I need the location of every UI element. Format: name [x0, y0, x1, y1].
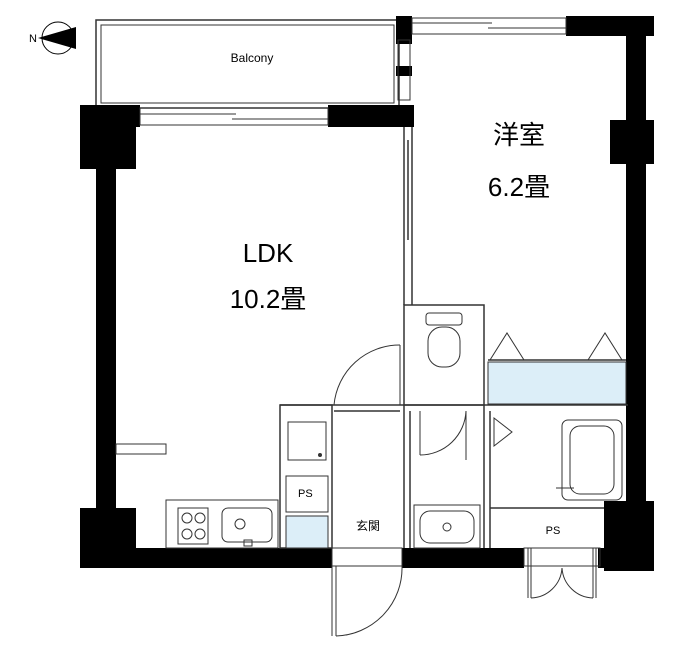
burner-2-icon — [194, 512, 206, 524]
toilet-seat-icon — [427, 326, 461, 368]
pantry: PS — [285, 421, 329, 549]
shoe-cabinet — [285, 515, 329, 549]
wall-bottom-mid — [402, 548, 524, 568]
washbasin-drain-icon — [442, 522, 452, 532]
balcony-rail — [100, 24, 395, 104]
ldk-name-label: LDK — [243, 238, 294, 268]
entrance-door-frame — [331, 547, 403, 567]
wall-ldk-top-right — [328, 105, 414, 127]
kitchen-sink-icon — [221, 507, 273, 543]
wall-left — [96, 127, 116, 567]
western-name-label: 洋室 — [493, 120, 545, 150]
ldk-wall-shelf — [115, 443, 167, 455]
ps-door-right-swing — [561, 567, 594, 599]
ldk-fixture — [115, 443, 167, 455]
doors — [331, 344, 601, 637]
burner-1-icon — [181, 512, 193, 524]
wall-right — [626, 16, 646, 126]
window-balcony-side — [397, 39, 411, 101]
wall-room-top-left — [396, 16, 412, 36]
entrance-door-swing — [335, 565, 403, 637]
kitchen — [165, 499, 279, 549]
bathroom — [556, 419, 623, 501]
toilet-room — [403, 304, 485, 406]
bathtub-icon — [561, 419, 623, 501]
wall-bottom-left — [96, 548, 332, 568]
wall-right-lower — [626, 160, 646, 552]
column-right-mid — [610, 120, 654, 164]
north-arrow-icon — [38, 27, 76, 49]
stove-icon — [177, 507, 209, 545]
outer-walls — [80, 16, 654, 571]
window-room — [411, 17, 567, 35]
balcony-label: Balcony — [231, 51, 274, 65]
entrance-label: 玄関 — [356, 518, 380, 533]
ps-left-box — [285, 475, 329, 513]
washbasin-counter — [413, 504, 481, 549]
compass-north-label: N — [29, 33, 37, 45]
kitchen-faucet-icon — [243, 539, 253, 547]
wall-balcony-divider-2 — [396, 66, 412, 76]
compass: N — [29, 21, 76, 55]
burner-3-icon — [181, 528, 193, 540]
wall-balcony-divider — [396, 34, 412, 44]
fridge-dot-icon — [318, 453, 322, 457]
toilet — [425, 312, 463, 368]
ldk-door-swing — [333, 344, 401, 406]
room-labels: LDK 10.2畳 洋室 6.2畳 PS 玄関 — [230, 120, 561, 537]
closet-door-swing-right — [587, 332, 623, 361]
toilet-door-swing — [419, 410, 467, 456]
window-ldk — [139, 107, 329, 126]
ps-left-label: PS — [298, 488, 313, 500]
ldk-size-label: 10.2畳 — [230, 284, 307, 314]
kitchen-drain-icon — [234, 518, 246, 530]
closet — [487, 332, 627, 405]
burner-4-icon — [194, 528, 206, 540]
bath-door-arrow-icon — [493, 416, 513, 448]
wall-bottom-right — [598, 548, 654, 568]
balcony: Balcony — [95, 19, 400, 109]
fridge-space — [287, 421, 327, 461]
ps-door-left-swing — [530, 567, 563, 599]
ps-right-label: PS — [546, 525, 561, 537]
washroom — [413, 504, 481, 549]
closet-storage — [487, 361, 627, 405]
bathtub-inner-icon — [569, 425, 615, 495]
toilet-tank-icon — [425, 312, 463, 326]
kitchen-counter — [165, 499, 279, 549]
closet-door-swing-left — [489, 332, 525, 361]
ps-frame — [523, 547, 601, 567]
washbasin-icon — [419, 510, 475, 544]
windows — [139, 17, 567, 126]
interior-walls — [279, 127, 628, 549]
western-size-label: 6.2畳 — [488, 172, 550, 202]
